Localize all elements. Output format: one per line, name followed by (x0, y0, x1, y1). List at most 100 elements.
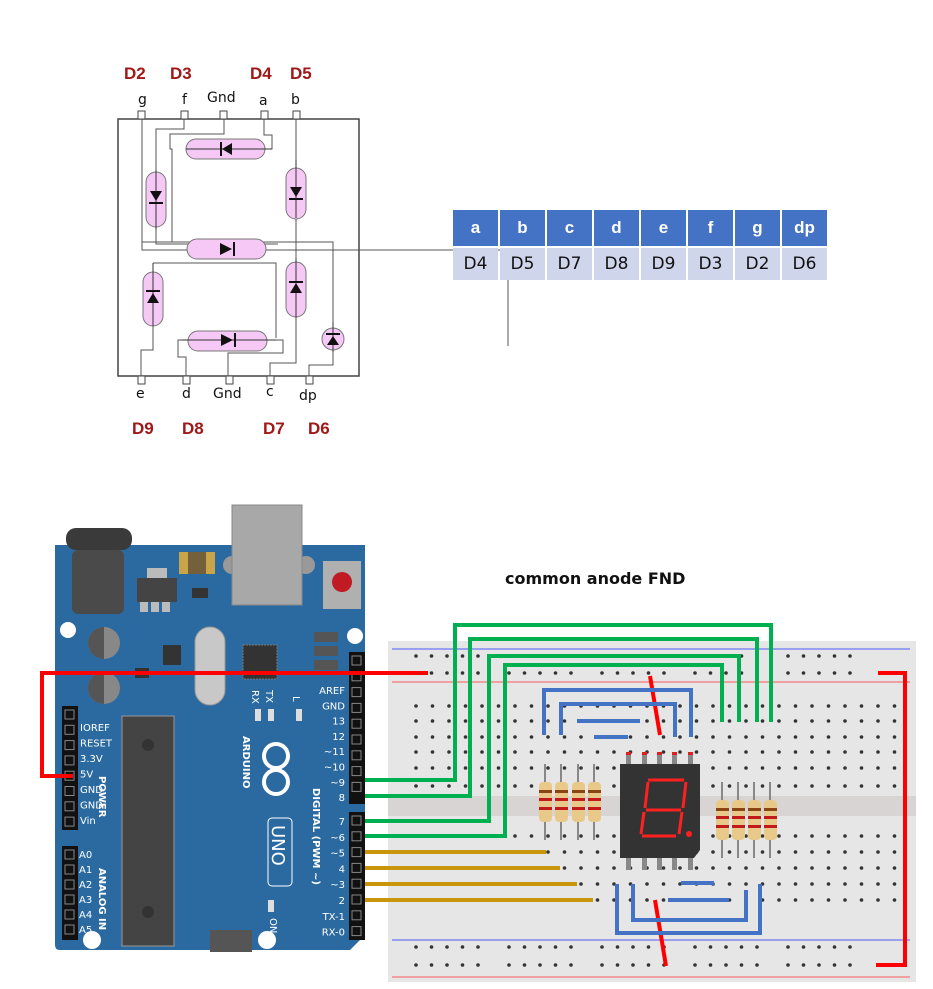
breadboard-hole[interactable] (579, 766, 583, 770)
breadboard-hole[interactable] (777, 766, 781, 770)
breadboard-hole[interactable] (727, 766, 732, 770)
breadboard-hole[interactable] (832, 671, 837, 675)
breadboard-hole[interactable] (793, 784, 798, 788)
breadboard-hole[interactable] (892, 704, 897, 708)
breadboard-hole[interactable] (859, 834, 864, 838)
breadboard-hole[interactable] (562, 735, 567, 739)
breadboard-hole[interactable] (777, 882, 781, 886)
breadboard-hole[interactable] (810, 784, 814, 788)
header-pin[interactable] (64, 801, 75, 812)
breadboard-hole[interactable] (848, 671, 852, 675)
breadboard-hole[interactable] (579, 834, 583, 838)
breadboard-hole[interactable] (631, 945, 635, 949)
breadboard-hole[interactable] (777, 898, 781, 902)
breadboard-hole[interactable] (595, 766, 600, 770)
breadboard-hole[interactable] (546, 735, 550, 739)
breadboard-hole[interactable] (460, 945, 465, 949)
breadboard-hole[interactable] (529, 766, 534, 770)
breadboard-hole[interactable] (876, 834, 880, 838)
breadboard-hole[interactable] (538, 945, 542, 949)
breadboard-hole[interactable] (414, 750, 418, 754)
breadboard-hole[interactable] (678, 735, 682, 739)
breadboard-hole[interactable] (777, 784, 781, 788)
breadboard-hole[interactable] (793, 766, 798, 770)
breadboard-hole[interactable] (463, 766, 468, 770)
breadboard-hole[interactable] (546, 850, 550, 854)
breadboard-hole[interactable] (777, 735, 781, 739)
header-pin[interactable] (351, 781, 362, 792)
breadboard-hole[interactable] (429, 945, 434, 949)
breadboard-hole[interactable] (876, 784, 880, 788)
breadboard-hole[interactable] (569, 963, 573, 967)
breadboard-hole[interactable] (447, 704, 451, 708)
breadboard-hole[interactable] (546, 704, 550, 708)
breadboard-hole[interactable] (529, 750, 534, 754)
breadboard-hole[interactable] (744, 704, 748, 708)
header-pin[interactable] (351, 926, 362, 937)
header-pin[interactable] (64, 909, 75, 920)
breadboard-hole[interactable] (826, 898, 831, 902)
breadboard-hole[interactable] (529, 834, 534, 838)
breadboard-hole[interactable] (645, 882, 649, 886)
breadboard-hole[interactable] (817, 654, 821, 658)
breadboard-hole[interactable] (447, 784, 451, 788)
breadboard-hole[interactable] (892, 766, 897, 770)
breadboard-hole[interactable] (480, 719, 484, 723)
breadboard-hole[interactable] (513, 704, 517, 708)
breadboard-hole[interactable] (727, 750, 732, 754)
breadboard-hole[interactable] (810, 766, 814, 770)
header-pin[interactable] (351, 734, 362, 745)
breadboard-hole[interactable] (529, 735, 534, 739)
breadboard-hole[interactable] (826, 850, 831, 854)
breadboard-hole[interactable] (708, 945, 713, 949)
breadboard-hole[interactable] (600, 945, 604, 949)
breadboard-hole[interactable] (810, 866, 814, 870)
breadboard-hole[interactable] (693, 945, 697, 949)
breadboard-hole[interactable] (755, 945, 759, 949)
breadboard-hole[interactable] (694, 719, 699, 723)
breadboard-hole[interactable] (553, 671, 558, 675)
breadboard-hole[interactable] (661, 735, 666, 739)
header-pin[interactable] (351, 862, 362, 873)
breadboard-hole[interactable] (480, 750, 484, 754)
breadboard-hole[interactable] (595, 750, 600, 754)
breadboard-hole[interactable] (429, 671, 434, 675)
breadboard-hole[interactable] (513, 719, 517, 723)
breadboard-hole[interactable] (579, 735, 583, 739)
breadboard-hole[interactable] (727, 784, 732, 788)
breadboard-hole[interactable] (463, 784, 468, 788)
breadboard-hole[interactable] (447, 750, 451, 754)
breadboard-hole[interactable] (538, 963, 542, 967)
breadboard-hole[interactable] (480, 704, 484, 708)
breadboard-hole[interactable] (826, 784, 831, 788)
breadboard-hole[interactable] (513, 735, 517, 739)
breadboard-hole[interactable] (711, 766, 715, 770)
breadboard-hole[interactable] (678, 750, 682, 754)
breadboard-hole[interactable] (859, 866, 864, 870)
breadboard-hole[interactable] (429, 963, 434, 967)
breadboard-hole[interactable] (826, 750, 831, 754)
breadboard-hole[interactable] (859, 850, 864, 854)
breadboard-hole[interactable] (810, 735, 814, 739)
breadboard-hole[interactable] (430, 750, 435, 754)
breadboard-hole[interactable] (744, 882, 748, 886)
breadboard-hole[interactable] (744, 784, 748, 788)
breadboard-hole[interactable] (445, 945, 449, 949)
breadboard-hole[interactable] (615, 671, 620, 675)
breadboard-hole[interactable] (777, 834, 781, 838)
breadboard-hole[interactable] (693, 671, 697, 675)
breadboard-hole[interactable] (476, 654, 480, 658)
breadboard-hole[interactable] (793, 866, 798, 870)
breadboard-hole[interactable] (480, 766, 484, 770)
breadboard-hole[interactable] (793, 850, 798, 854)
breadboard-hole[interactable] (661, 898, 666, 902)
breadboard-hole[interactable] (579, 750, 583, 754)
breadboard-hole[interactable] (430, 735, 435, 739)
breadboard-hole[interactable] (817, 945, 821, 949)
breadboard-hole[interactable] (694, 866, 699, 870)
breadboard-hole[interactable] (711, 719, 715, 723)
breadboard-hole[interactable] (463, 719, 468, 723)
breadboard-hole[interactable] (460, 671, 465, 675)
breadboard-hole[interactable] (744, 834, 748, 838)
breadboard-hole[interactable] (430, 766, 435, 770)
